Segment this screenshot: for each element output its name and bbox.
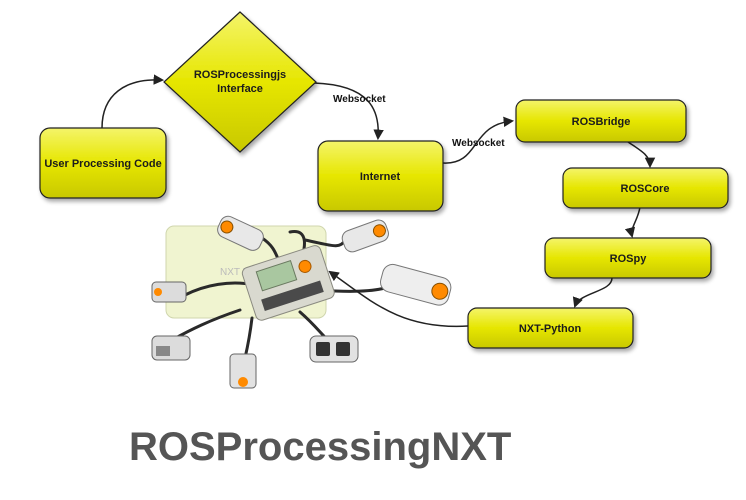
- edge-rospy-to-nxtpython: [572, 277, 613, 308]
- servo-motor-front: [380, 263, 452, 306]
- edge-roscore-to-rospy: [624, 206, 641, 239]
- node-rospy: ROSpy: [544, 237, 712, 279]
- node-internet: Internet: [317, 140, 444, 212]
- diagram-title: ROSProcessingNXT: [129, 425, 511, 469]
- node-label-internet: Internet: [360, 171, 401, 183]
- nxt-brick: [241, 245, 335, 321]
- edge-rosbridge-to-roscore: [627, 141, 656, 169]
- nxt-robot-image: NXT Robot: [151, 215, 452, 389]
- node-label-rospy: ROSpy: [610, 253, 648, 265]
- node-label-rosbridge: ROSBridge: [572, 116, 631, 128]
- node-rosprocessingjs-interface: ROSProcessingjs Interface: [163, 11, 317, 153]
- edge-user-to-interface: [101, 74, 165, 129]
- servo-motor-right: [341, 219, 389, 253]
- sound-sensor: [229, 353, 257, 389]
- node-label-nxt-python: NXT-Python: [519, 323, 582, 335]
- edge-nxtpython-to-robot: [328, 270, 469, 328]
- edge-interface-to-internet: [313, 82, 384, 141]
- edge-label-websocket-2: Websocket: [452, 138, 505, 149]
- edge-label-websocket-1: Websocket: [333, 94, 386, 105]
- node-roscore: ROSCore: [562, 167, 729, 209]
- node-label-interface-line2: Interface: [217, 83, 263, 95]
- servo-motor-top: [217, 215, 264, 251]
- light-sensor: [151, 281, 187, 303]
- node-label-interface-line1: ROSProcessingjs: [194, 69, 286, 81]
- touch-sensor: [151, 335, 191, 361]
- node-label-user-code: User Processing Code: [44, 158, 161, 170]
- node-label-roscore: ROSCore: [621, 183, 670, 195]
- ultrasonic-sensor: [309, 335, 359, 363]
- node-rosbridge: ROSBridge: [515, 99, 687, 143]
- node-user-processing-code: User Processing Code: [39, 127, 167, 199]
- edges: [101, 74, 656, 328]
- edge-internet-to-rosbridge: [442, 116, 515, 164]
- node-nxt-python: NXT-Python: [467, 307, 634, 349]
